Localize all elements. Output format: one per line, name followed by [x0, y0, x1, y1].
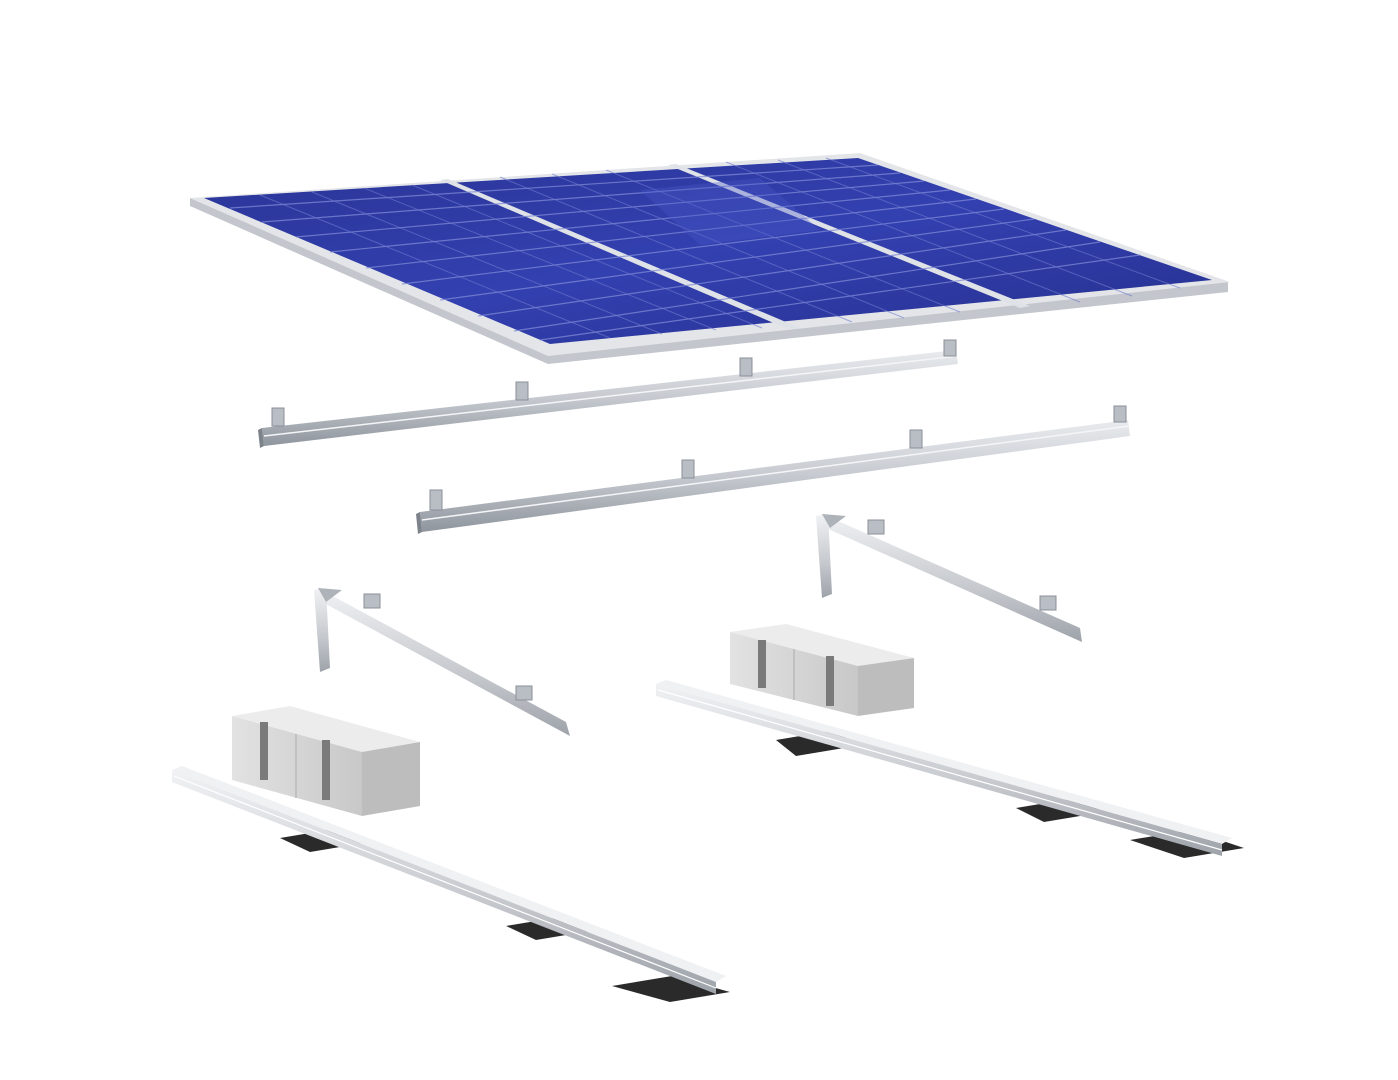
rubber-pad	[612, 976, 730, 1002]
mounting-rail-lower	[416, 405, 1130, 534]
rail-clamp	[429, 405, 1127, 511]
ballast-blocks-left	[232, 706, 420, 816]
ballast-strap	[260, 722, 268, 780]
panel-divider-2	[668, 164, 1030, 308]
mounting-rail-upper	[258, 339, 958, 448]
bracket-clamp	[867, 519, 1057, 611]
cell-grid-rows	[229, 164, 1141, 341]
tilt-bracket-left	[314, 588, 570, 736]
solar-panel-array	[190, 153, 1230, 364]
cell-grid-cols	[259, 157, 1181, 339]
tilt-bracket-right	[816, 514, 1082, 642]
panel-divider-1	[440, 179, 800, 330]
bracket-clamp	[363, 593, 533, 701]
ballast-strap	[826, 656, 834, 706]
ballast-blocks-right	[730, 624, 914, 716]
base-rail-right	[656, 680, 1244, 858]
ballast-strap	[758, 640, 766, 688]
rail-clamp	[271, 339, 957, 427]
panel-glare	[640, 178, 820, 245]
ballast-strap	[322, 740, 330, 800]
base-rail-left	[172, 766, 730, 1002]
